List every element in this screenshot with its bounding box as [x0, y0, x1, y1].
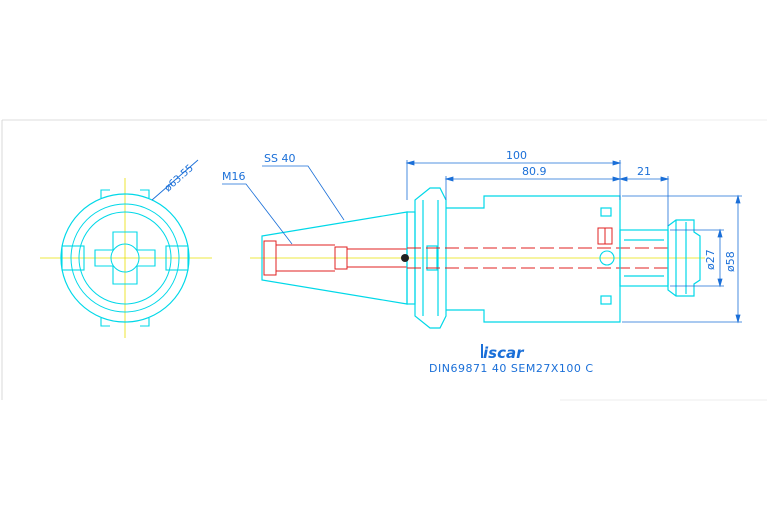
- iscar-logo: iscar: [481, 344, 525, 362]
- part-designation: DIN69871 40 SEM27X100 C: [429, 362, 594, 375]
- side-view: [250, 187, 705, 329]
- shank-outline: [619, 219, 701, 297]
- end-diameter-label: ø63.55: [163, 163, 196, 194]
- body-diameter-label: ø58: [724, 251, 737, 272]
- shank-diameter-label: ø27: [704, 249, 717, 270]
- dimensions: [222, 160, 742, 324]
- end-view: ø63.55: [40, 159, 212, 338]
- logo-wordmark: iscar: [483, 344, 525, 362]
- body-length-label: 80.9: [522, 165, 547, 178]
- sheet-frame: [1, 119, 767, 401]
- body-outline: [446, 195, 621, 323]
- flange-outline: [406, 187, 447, 329]
- thread-label: M16: [222, 170, 246, 183]
- taper-label: SS 40: [264, 152, 295, 165]
- shank-length-label: 21: [637, 165, 651, 178]
- bore-center-mark: [401, 254, 409, 262]
- overall-length-label: 100: [506, 149, 527, 162]
